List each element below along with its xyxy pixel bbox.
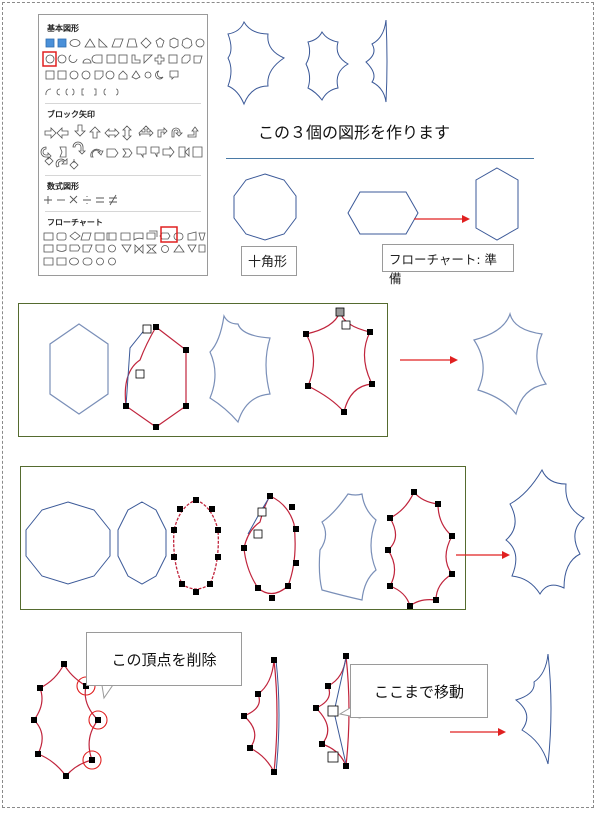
decagon-label-tooltip: 十角形 [241,246,297,276]
step-box-wide-leaf [20,466,466,610]
bottom-move-edit [313,653,350,769]
decagon-shape [233,173,297,241]
target-shape-narrow-leaf [305,30,350,101]
box2-edit-points-bent [241,493,299,601]
flowchart-prep-tooltip: フローチャート: 準備 [382,244,514,286]
box2-result-wide-leaf [505,468,585,595]
box2-half-edited [318,493,377,601]
step-box-narrow-leaf [18,303,388,437]
callout-move-here: ここまで移動 [350,664,488,718]
flowchart-shapes-grid[interactable] [43,226,206,271]
equation-shapes-grid[interactable] [43,193,205,207]
box2-leaf-edit-points [385,489,455,609]
section-divider [45,211,201,212]
bottom-result-half-leaf [514,653,552,765]
callout-delete-label: この頂点を削除 [111,650,217,669]
box1-half-edited [209,314,271,424]
flowchart-prep-label: フローチャート: 準備 [389,252,498,286]
rotate-arrow [414,215,470,223]
target-shape-half-leaf [365,19,388,103]
bottom-half-leaf-edit [241,657,280,775]
callout-move-label: ここまで移動 [373,682,464,701]
bottom-leaf-edit-points [31,661,108,779]
box1-leaf-edit-points [303,307,375,415]
section-title-equation: 数式図形 [47,182,79,191]
rotated-prep-shape [475,167,519,241]
section-title-flowchart: フローチャート [47,218,103,227]
divider-line [226,158,534,159]
section-title-basic: 基本図形 [47,24,79,33]
section-divider [45,103,201,104]
box1-result-arrow [400,356,458,364]
box1-result-narrow-leaf [473,311,548,416]
shape-palette: 基本図形 [38,14,208,276]
box2-squeezed-decagon [117,501,167,585]
box2-edit-points-oval [171,497,221,595]
callout-delete-vertex: この頂点を削除 [86,632,242,686]
section-divider [45,175,201,176]
box2-result-arrow [456,551,510,559]
bottom-result-arrow [450,728,506,736]
flowchart-prep-shape [347,191,419,235]
box1-edit-points [123,324,189,430]
basic-shapes-grid[interactable] [42,37,205,97]
intro-caption: この３個の図形を作ります [258,123,451,142]
block-arrows-grid[interactable] [40,123,205,171]
target-shape-wide-leaf [227,20,286,106]
section-title-block-arrows: ブロック矢印 [47,110,95,119]
decagon-label: 十角形 [248,255,288,270]
box1-hexagon [49,323,109,415]
box2-decagon [25,501,111,585]
page-frame [2,2,594,808]
